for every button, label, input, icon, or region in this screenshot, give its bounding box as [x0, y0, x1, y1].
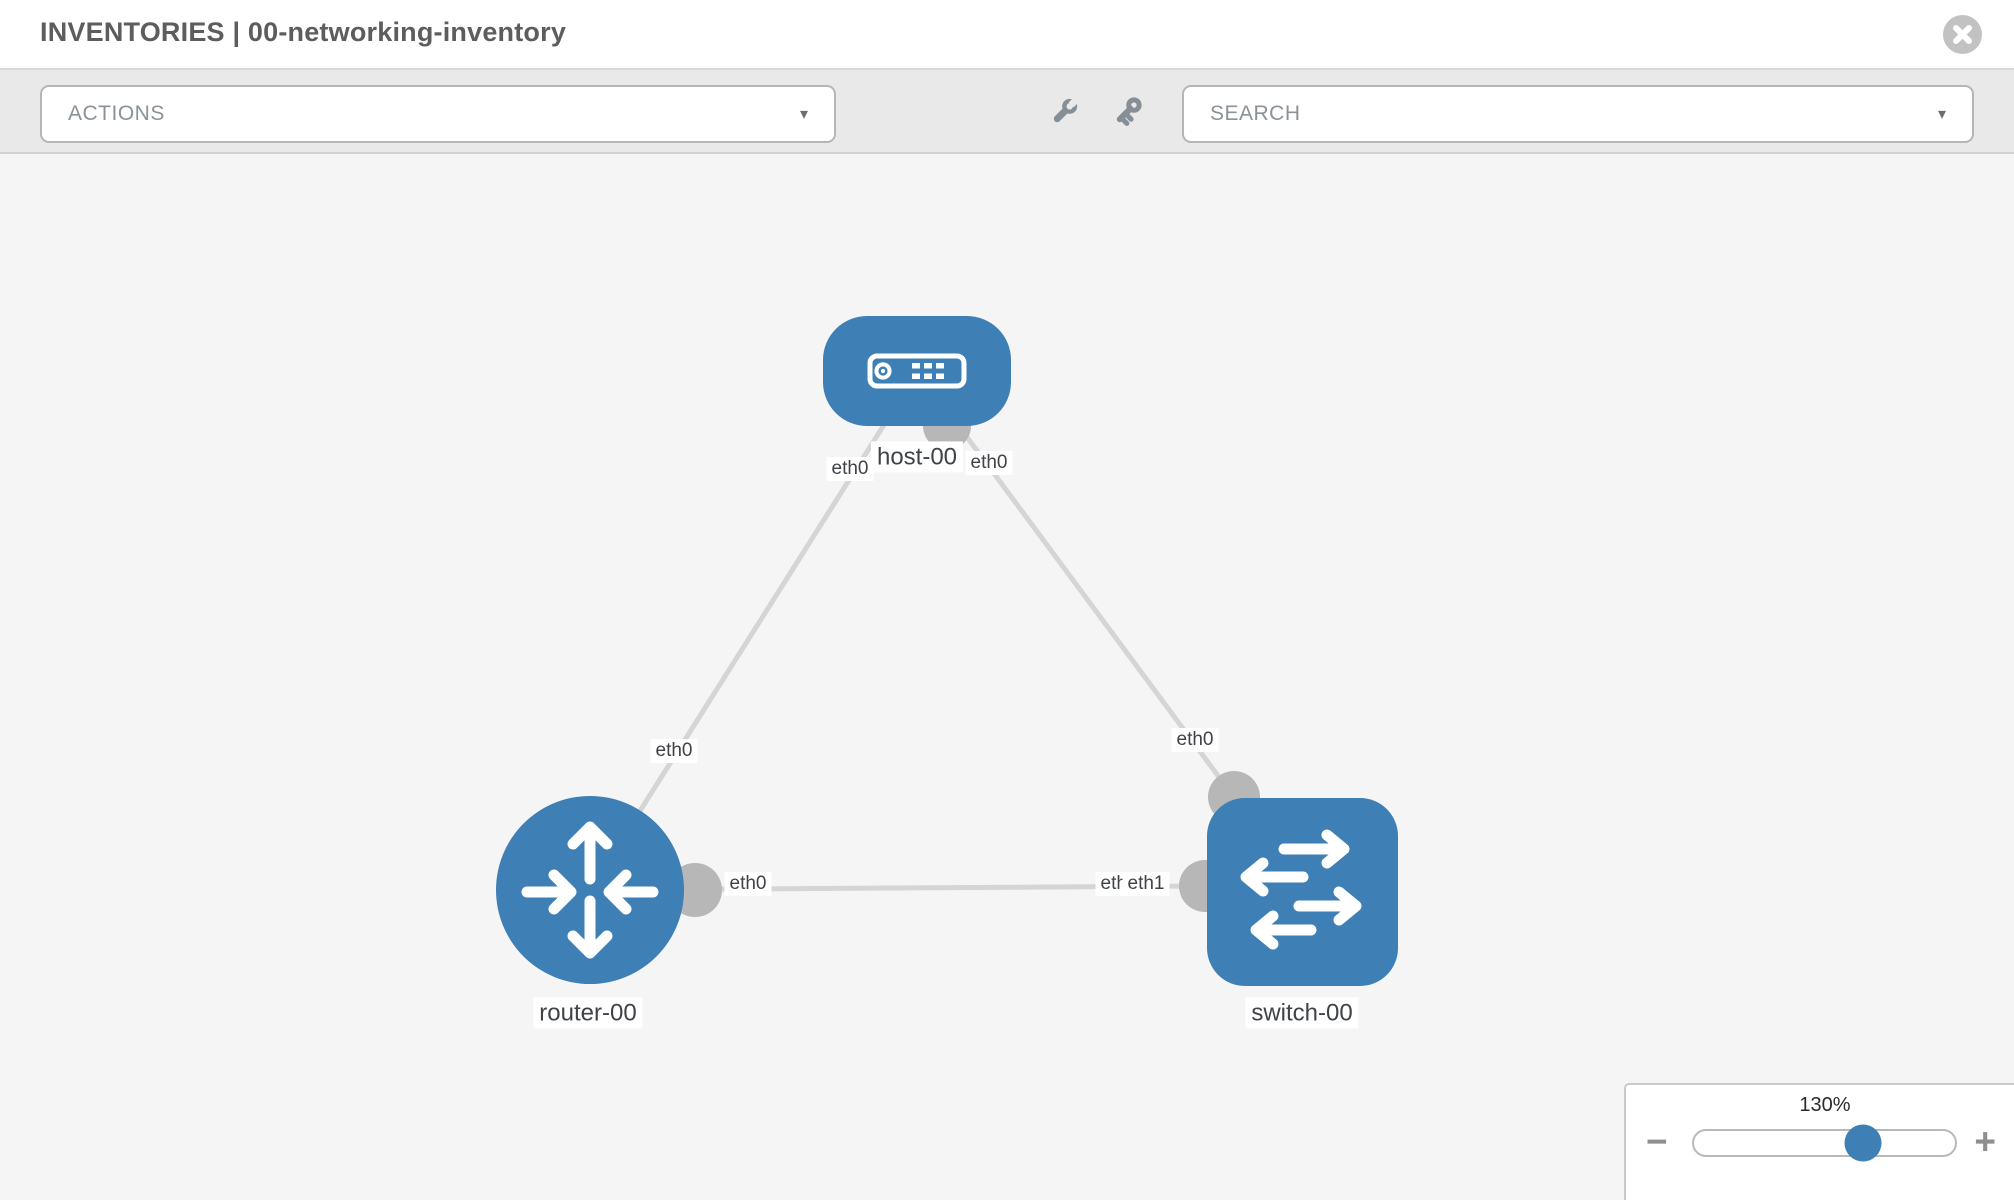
- header: INVENTORIES | 00-networking-inventory: [0, 0, 2014, 70]
- zoom-value: 130%: [1799, 1094, 1851, 1116]
- router-icon: [521, 821, 659, 959]
- switch-icon: [1240, 829, 1362, 950]
- search-dropdown[interactable]: SEARCH ▾: [1182, 85, 1974, 143]
- wrench-icon: [1053, 96, 1080, 123]
- topology-canvas[interactable]: eth0 host-00 eth0 eth0 eth0 eth0 eth0 et…: [0, 154, 2014, 1200]
- chevron-down-icon: ▾: [1937, 106, 1946, 123]
- toolbar: ACTIONS ▾ SEARC: [0, 70, 2014, 154]
- node-label-router-00: router-00: [533, 997, 643, 1029]
- close-button[interactable]: [1943, 15, 1982, 54]
- zoom-out-button[interactable]: −: [1646, 1121, 1668, 1162]
- key-icon: [1116, 97, 1142, 126]
- iface-label-host-left: eth0: [826, 457, 874, 481]
- close-icon: [1953, 25, 1972, 44]
- edge-host-switch: [915, 369, 1236, 798]
- iface-label-router-h: eth0: [724, 872, 772, 896]
- credentials-button[interactable]: [1112, 92, 1152, 132]
- host-icon: [867, 353, 967, 389]
- zoom-slider[interactable]: [1692, 1124, 1957, 1162]
- iface-label-host-right: eth0: [965, 451, 1013, 475]
- search-placeholder: SEARCH: [1210, 102, 1301, 125]
- node-label-host-00: host-00: [870, 441, 964, 473]
- iface-label-edge-right: eth0: [1171, 728, 1219, 752]
- node-switch-00[interactable]: [1207, 798, 1398, 986]
- page-title: INVENTORIES | 00-networking-inventory: [40, 17, 567, 47]
- zoom-slider-handle[interactable]: [1844, 1124, 1882, 1162]
- node-label-switch-00: switch-00: [1245, 997, 1359, 1029]
- iface-label-edge-left: eth0: [650, 739, 698, 763]
- iface-label-switch-h-front: eth1: [1122, 872, 1170, 896]
- zoom-in-button[interactable]: +: [1974, 1121, 1996, 1162]
- chevron-down-icon: ▾: [799, 106, 808, 123]
- adhoc-command-button[interactable]: [1044, 92, 1084, 132]
- zoom-panel: 130% − +: [1624, 1083, 2014, 1200]
- node-router-00[interactable]: [496, 796, 684, 984]
- actions-dropdown-label: ACTIONS: [68, 102, 165, 125]
- edges-layer: [587, 369, 1260, 917]
- actions-dropdown[interactable]: ACTIONS ▾: [40, 85, 836, 143]
- node-host-00[interactable]: [823, 316, 1011, 426]
